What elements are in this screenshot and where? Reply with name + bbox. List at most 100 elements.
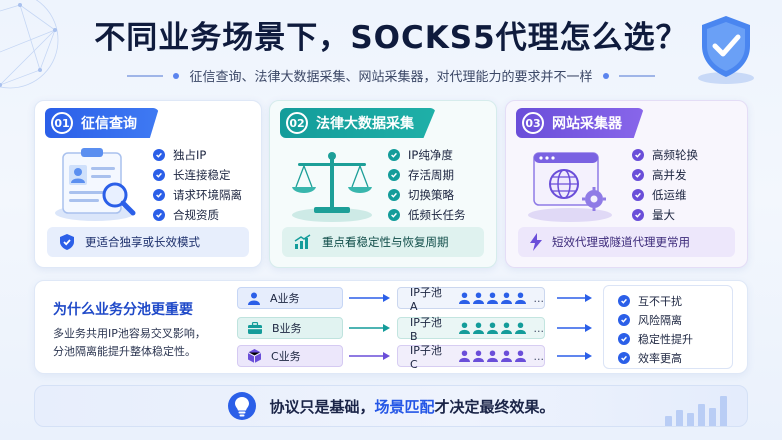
arrow-right-icon xyxy=(557,352,592,360)
check-icon xyxy=(388,189,400,201)
title-end: 怎么选？ xyxy=(559,20,688,56)
bar xyxy=(665,416,672,426)
card-footer-text: 短效代理或隧道代理更常用 xyxy=(552,235,690,249)
list-item: 存活周期 xyxy=(388,165,466,185)
banner-text-start: 协议只是基础， xyxy=(269,397,375,416)
check-icon xyxy=(632,189,644,201)
lightbulb-icon xyxy=(228,392,257,420)
list-item: 独占IP xyxy=(153,145,242,165)
title-main: 不同业务场景下， xyxy=(94,20,351,56)
card-title: 网站采集器 xyxy=(552,116,622,132)
browser-globe-gear-icon xyxy=(528,152,612,222)
result-label: 稳定性提升 xyxy=(638,332,693,346)
result-label: 风险隔离 xyxy=(638,313,682,327)
more-indicator: ... xyxy=(533,291,545,305)
list-item: 风险隔离 xyxy=(618,310,732,329)
feature-label: 独占IP xyxy=(173,148,207,162)
divider xyxy=(618,74,655,77)
conclusion-banner: 协议只是基础，场景匹配才决定最终效果。 xyxy=(34,385,748,427)
card-title: 征信查询 xyxy=(81,116,137,132)
arrow-right-icon xyxy=(557,324,592,332)
card-header: 01 征信查询 xyxy=(45,108,159,138)
person-icon xyxy=(500,350,512,362)
person-icon xyxy=(458,322,470,334)
check-icon xyxy=(153,209,165,221)
pool-description: 多业务共用IP池容易交叉影响， 分池隔离能提升整体稳定性。 xyxy=(53,325,243,361)
feature-list: 高频轮换 高并发 低运维 量大 xyxy=(632,145,698,225)
page-title: 不同业务场景下，SOCKS5代理怎么选？ xyxy=(0,12,782,57)
arrow-right-icon xyxy=(349,352,390,360)
list-item: 效率更高 xyxy=(618,348,732,367)
check-icon xyxy=(153,149,165,161)
card-header: 03 网站采集器 xyxy=(516,108,644,138)
feature-list: IP纯净度 存活周期 切换策略 低频长任务 xyxy=(388,145,466,225)
bar xyxy=(698,404,705,426)
card-number: 02 xyxy=(286,112,308,134)
more-indicator: ... xyxy=(533,321,545,335)
person-icon xyxy=(458,292,470,304)
pool-users xyxy=(458,350,526,362)
pool-desc-line: 多业务共用IP池容易交叉影响， xyxy=(53,327,206,340)
person-icon xyxy=(248,292,260,305)
business-b: B业务 xyxy=(237,317,343,339)
card-footer-text: 重点看稳定性与恢复周期 xyxy=(322,235,449,249)
divider-dot xyxy=(602,72,609,79)
business-label: B业务 xyxy=(272,322,302,335)
business-pool-section: 为什么业务分池更重要 多业务共用IP池容易交叉影响， 分池隔离能提升整体稳定性。… xyxy=(34,280,748,374)
feature-label: 请求环境隔离 xyxy=(173,188,242,202)
banner-text-highlight: 场景匹配 xyxy=(374,397,435,416)
person-icon xyxy=(514,322,526,334)
balance-scale-icon xyxy=(292,152,372,222)
ip-pool-a: IP子池 A ... xyxy=(397,286,545,313)
feature-label: 长连接稳定 xyxy=(173,168,231,182)
arrow-right-icon xyxy=(557,294,592,302)
banner-text: 协议只是基础，场景匹配才决定最终效果。 xyxy=(269,396,554,417)
bar xyxy=(720,396,727,426)
feature-label: 高频轮换 xyxy=(652,148,698,162)
card-title: 法律大数据采集 xyxy=(316,116,414,132)
list-item: 高并发 xyxy=(632,165,698,185)
bar xyxy=(687,413,694,426)
check-icon xyxy=(153,169,165,181)
list-item: 长连接稳定 xyxy=(153,165,242,185)
person-icon xyxy=(472,322,484,334)
card-number: 03 xyxy=(522,112,544,134)
card-header: 02 法律大数据采集 xyxy=(280,108,436,138)
pool-desc-line: 分池隔离能提升整体稳定性。 xyxy=(53,345,196,358)
ip-pool-label: IP子池 A xyxy=(410,285,442,313)
list-item: IP纯净度 xyxy=(388,145,466,165)
list-item: 量大 xyxy=(632,205,698,225)
cube-icon xyxy=(248,349,261,363)
ip-pool-label: IP子池 B xyxy=(410,315,442,343)
list-item: 请求环境隔离 xyxy=(153,185,242,205)
subtitle: 征信查询、法律大数据采集、网站采集器，对代理能力的要求并不一样 xyxy=(189,70,593,85)
feature-label: 高并发 xyxy=(652,168,687,182)
divider xyxy=(127,74,164,77)
business-label: A业务 xyxy=(270,292,300,305)
divider-dot xyxy=(173,72,180,79)
person-icon xyxy=(514,350,526,362)
list-item: 切换策略 xyxy=(388,185,466,205)
check-icon xyxy=(388,169,400,181)
briefcase-icon xyxy=(248,322,262,334)
result-list: 互不干扰 风险隔离 稳定性提升 效率更高 xyxy=(603,285,733,369)
check-icon xyxy=(388,149,400,161)
feature-label: 低频长任务 xyxy=(408,208,466,222)
ip-pool-c: IP子池 C ... xyxy=(397,344,545,371)
decorative-bars xyxy=(665,396,727,426)
check-icon xyxy=(618,294,630,307)
title-highlight: SOCKS5代理 xyxy=(350,20,560,56)
feature-label: 合规资质 xyxy=(173,208,219,222)
pool-users xyxy=(458,292,526,304)
card-web-scraper: 03 网站采集器 高频轮换 高并发 低运维 量大 短效代理或隧道代理更常用 xyxy=(505,100,748,268)
card-footer: 更适合独享或长效模式 xyxy=(47,227,249,257)
list-item: 高频轮换 xyxy=(632,145,698,165)
list-item: 互不干扰 xyxy=(618,291,732,310)
list-item: 低频长任务 xyxy=(388,205,466,225)
business-c: C业务 xyxy=(237,345,343,367)
card-number: 01 xyxy=(51,112,73,134)
check-icon xyxy=(632,209,644,221)
check-icon xyxy=(632,149,644,161)
check-icon xyxy=(153,189,165,201)
subtitle-row: 征信查询、法律大数据采集、网站采集器，对代理能力的要求并不一样 xyxy=(0,66,782,85)
